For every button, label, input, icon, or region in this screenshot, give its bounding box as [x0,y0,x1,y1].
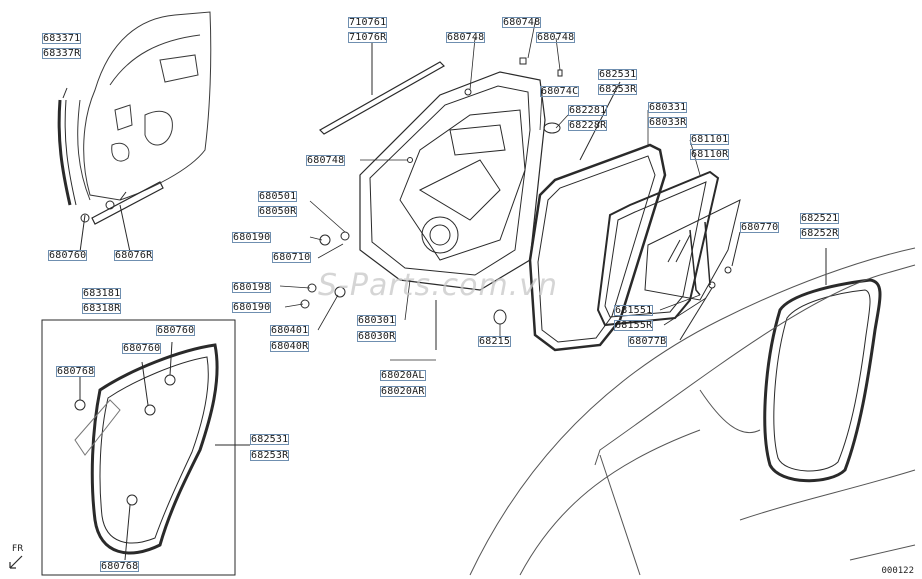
part-label-680198[interactable]: 680198 [233,282,271,293]
car-body-outline [77,11,212,201]
molding-strip-683181 [79,181,164,253]
part-label-683371[interactable]: 683371 [43,33,81,44]
front-marker-label: FR [12,544,24,554]
part-label-68076r[interactable]: 68076R [115,250,153,261]
part-label-683181[interactable]: 683181 [83,288,121,299]
part-label-680748-b[interactable]: 680748 [447,32,485,43]
part-label-680748-a[interactable]: 680748 [503,17,541,28]
part-label-68050r[interactable]: 68050R [259,206,297,217]
part-label-680748-d[interactable]: 680748 [307,155,345,166]
part-label-680301[interactable]: 680301 [358,315,396,326]
part-label-680401[interactable]: 680401 [271,325,309,336]
bolts-680770 [679,231,741,341]
inset-part-label-680760-b[interactable]: 680760 [123,343,161,354]
part-label-68318r[interactable]: 68318R [83,303,121,314]
part-label-680190-b[interactable]: 680190 [233,302,271,313]
part-label-682531-a[interactable]: 682531 [599,69,637,80]
part-label-68228r[interactable]: 68228R [569,120,607,131]
part-label-681101[interactable]: 681101 [691,134,729,145]
part-label-682281[interactable]: 682281 [569,105,607,116]
part-label-68110r[interactable]: 68110R [691,149,729,160]
part-label-68033r[interactable]: 68033R [649,117,687,128]
part-label-680710[interactable]: 680710 [273,252,311,263]
part-label-68020ar[interactable]: 68020AR [381,386,425,397]
part-label-680501[interactable]: 680501 [259,191,297,202]
inset-detail-box [41,319,250,576]
part-label-682521[interactable]: 682521 [801,213,839,224]
part-label-68074c[interactable]: 68074C [541,86,579,97]
part-label-68077b[interactable]: 68077B [629,336,667,347]
door-frame-68020 [359,71,546,350]
part-label-68155r[interactable]: 68155R [615,320,653,331]
belt-molding-71076 [319,42,445,135]
part-label-68252r[interactable]: 68252R [801,228,839,239]
diagram-code: 000122 [881,566,914,576]
seal-strip-683371 [57,87,77,206]
part-label-680331[interactable]: 680331 [649,102,687,113]
body-weatherstrip-682521 [763,248,882,483]
inset-part-label-680768-b[interactable]: 680768 [101,561,139,572]
front-arrow-icon [9,555,23,569]
door-glass-681101 [644,199,741,301]
part-label-68253r-a[interactable]: 68253R [599,84,637,95]
door-weatherstrip-682531 [528,81,667,352]
watermark: S-Parts.com.vn [318,268,558,303]
part-label-682531-b[interactable]: 682531 [251,434,289,445]
part-label-71076r[interactable]: 71076R [349,32,387,43]
part-label-68040r[interactable]: 68040R [271,341,309,352]
inset-part-label-680768-a[interactable]: 680768 [57,366,95,377]
part-label-68215[interactable]: 68215 [479,336,511,347]
part-label-680770[interactable]: 680770 [741,222,779,233]
leader-lines [279,17,707,361]
part-label-68020al[interactable]: 68020AL [381,370,425,381]
part-label-680190-a[interactable]: 680190 [233,232,271,243]
part-label-68337r[interactable]: 68337R [43,48,81,59]
part-label-68030r[interactable]: 68030R [358,331,396,342]
part-label-681551[interactable]: 681551 [615,305,653,316]
part-label-68253r-b[interactable]: 68253R [251,450,289,461]
part-label-710761[interactable]: 710761 [349,17,387,28]
part-label-680760-a[interactable]: 680760 [49,250,87,261]
inset-part-label-680760-a[interactable]: 680760 [157,325,195,336]
car-body-right [469,247,916,576]
part-label-680748-c[interactable]: 680748 [537,32,575,43]
